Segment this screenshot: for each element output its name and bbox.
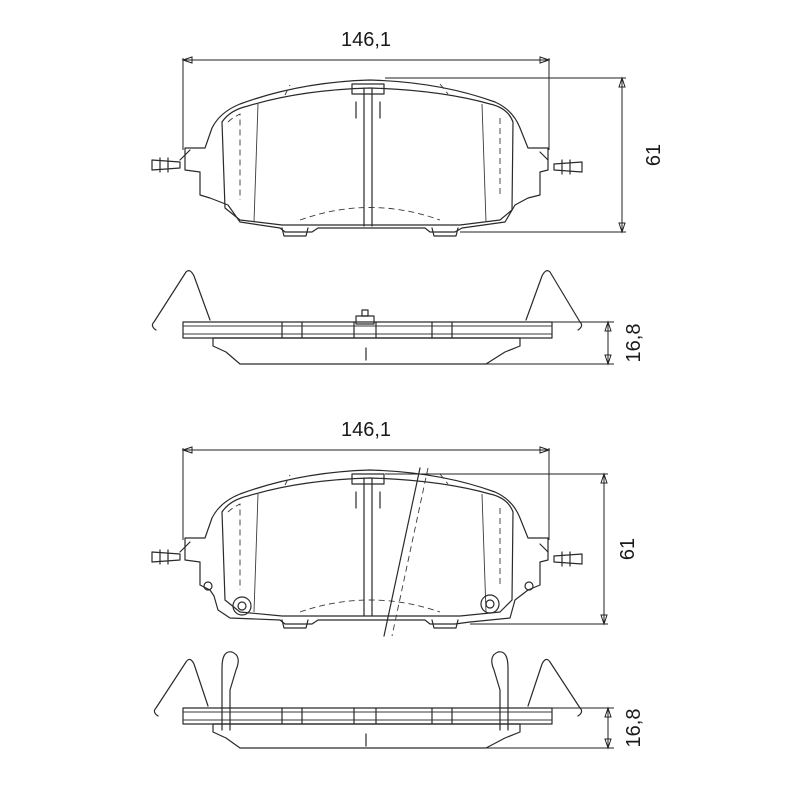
pad1-backing-plate: [184, 79, 549, 233]
pad2-width-label: 146,1: [341, 419, 391, 441]
pad2-height-label: 61: [617, 538, 639, 560]
pad2-thickness-label: 16,8: [623, 709, 645, 748]
pad1-right-wear-sensor: [539, 151, 583, 175]
pad2-right-hole: [524, 581, 534, 591]
pad2-backing-plate: [184, 469, 549, 625]
pad1-thickness-label: 16,8: [623, 324, 645, 363]
pad2-side-left-spring: [153, 658, 209, 717]
pad2-side-backing-plate: [182, 707, 553, 725]
pad1-friction-material: [221, 87, 514, 226]
pad2-side-right-spring: [527, 658, 583, 717]
pad1-height-dimension: 61: [385, 76, 665, 234]
pad2-front-view: [151, 467, 583, 637]
pad1-thickness-dimension: 16,8: [486, 320, 645, 366]
pad2-side-left-clip: [221, 651, 239, 731]
pad2-right-clip-eye: [480, 594, 500, 614]
pad2-side-view: [153, 651, 583, 749]
pad2-left-clip-eye: [232, 596, 252, 616]
pad2-width-dimension: 146,1: [181, 419, 551, 540]
pad1-side-right-spring: [525, 270, 583, 331]
pad2-left-hole: [203, 581, 213, 591]
pad2-left-wear-sensor: [151, 541, 191, 565]
pad2-height-dimension: 61: [385, 472, 639, 626]
pad1-height-label: 61: [643, 144, 665, 166]
pad2-friction-material: [221, 477, 514, 617]
pad1-side-view: [151, 270, 583, 365]
pad2-side-right-clip: [491, 651, 509, 731]
pad1-left-wear-sensor: [151, 149, 191, 173]
pad1-width-dimension: 146,1: [181, 29, 551, 150]
pad2-thickness-dimension: 16,8: [486, 706, 645, 750]
pad1-side-left-spring: [151, 270, 211, 331]
pad1-width-label: 146,1: [341, 29, 391, 51]
pad2-right-wear-sensor: [539, 543, 583, 567]
pad2-slanted-slot: [383, 467, 421, 637]
pad1-front-view: [151, 79, 583, 237]
pad1-center-slot: [363, 87, 373, 227]
